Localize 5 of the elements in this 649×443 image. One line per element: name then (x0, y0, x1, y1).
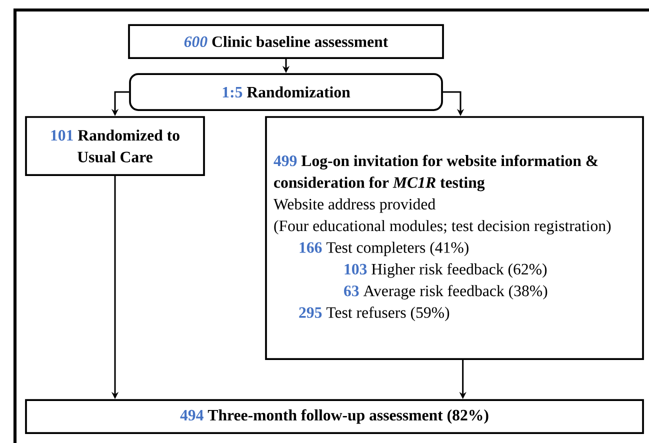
process-box: 499 Log-on invitation for website information & consideration for MC1R testing Website address provided (Four educational modules; test decision registration) 166 Test completers (41%) 103 Higher risk feedback (62%) 63 Average risk feedback (38%) 295 Test refusers (59%) (265, 116, 644, 360)
process-box: 494 Three-month follow-up assessment (82%) (25, 399, 644, 434)
process-box: 600 Clinic baseline assessment (128, 24, 444, 59)
process-box: 1:5 Randomization (129, 73, 443, 111)
process-box: 101 Randomized to Usual Care (25, 116, 205, 176)
